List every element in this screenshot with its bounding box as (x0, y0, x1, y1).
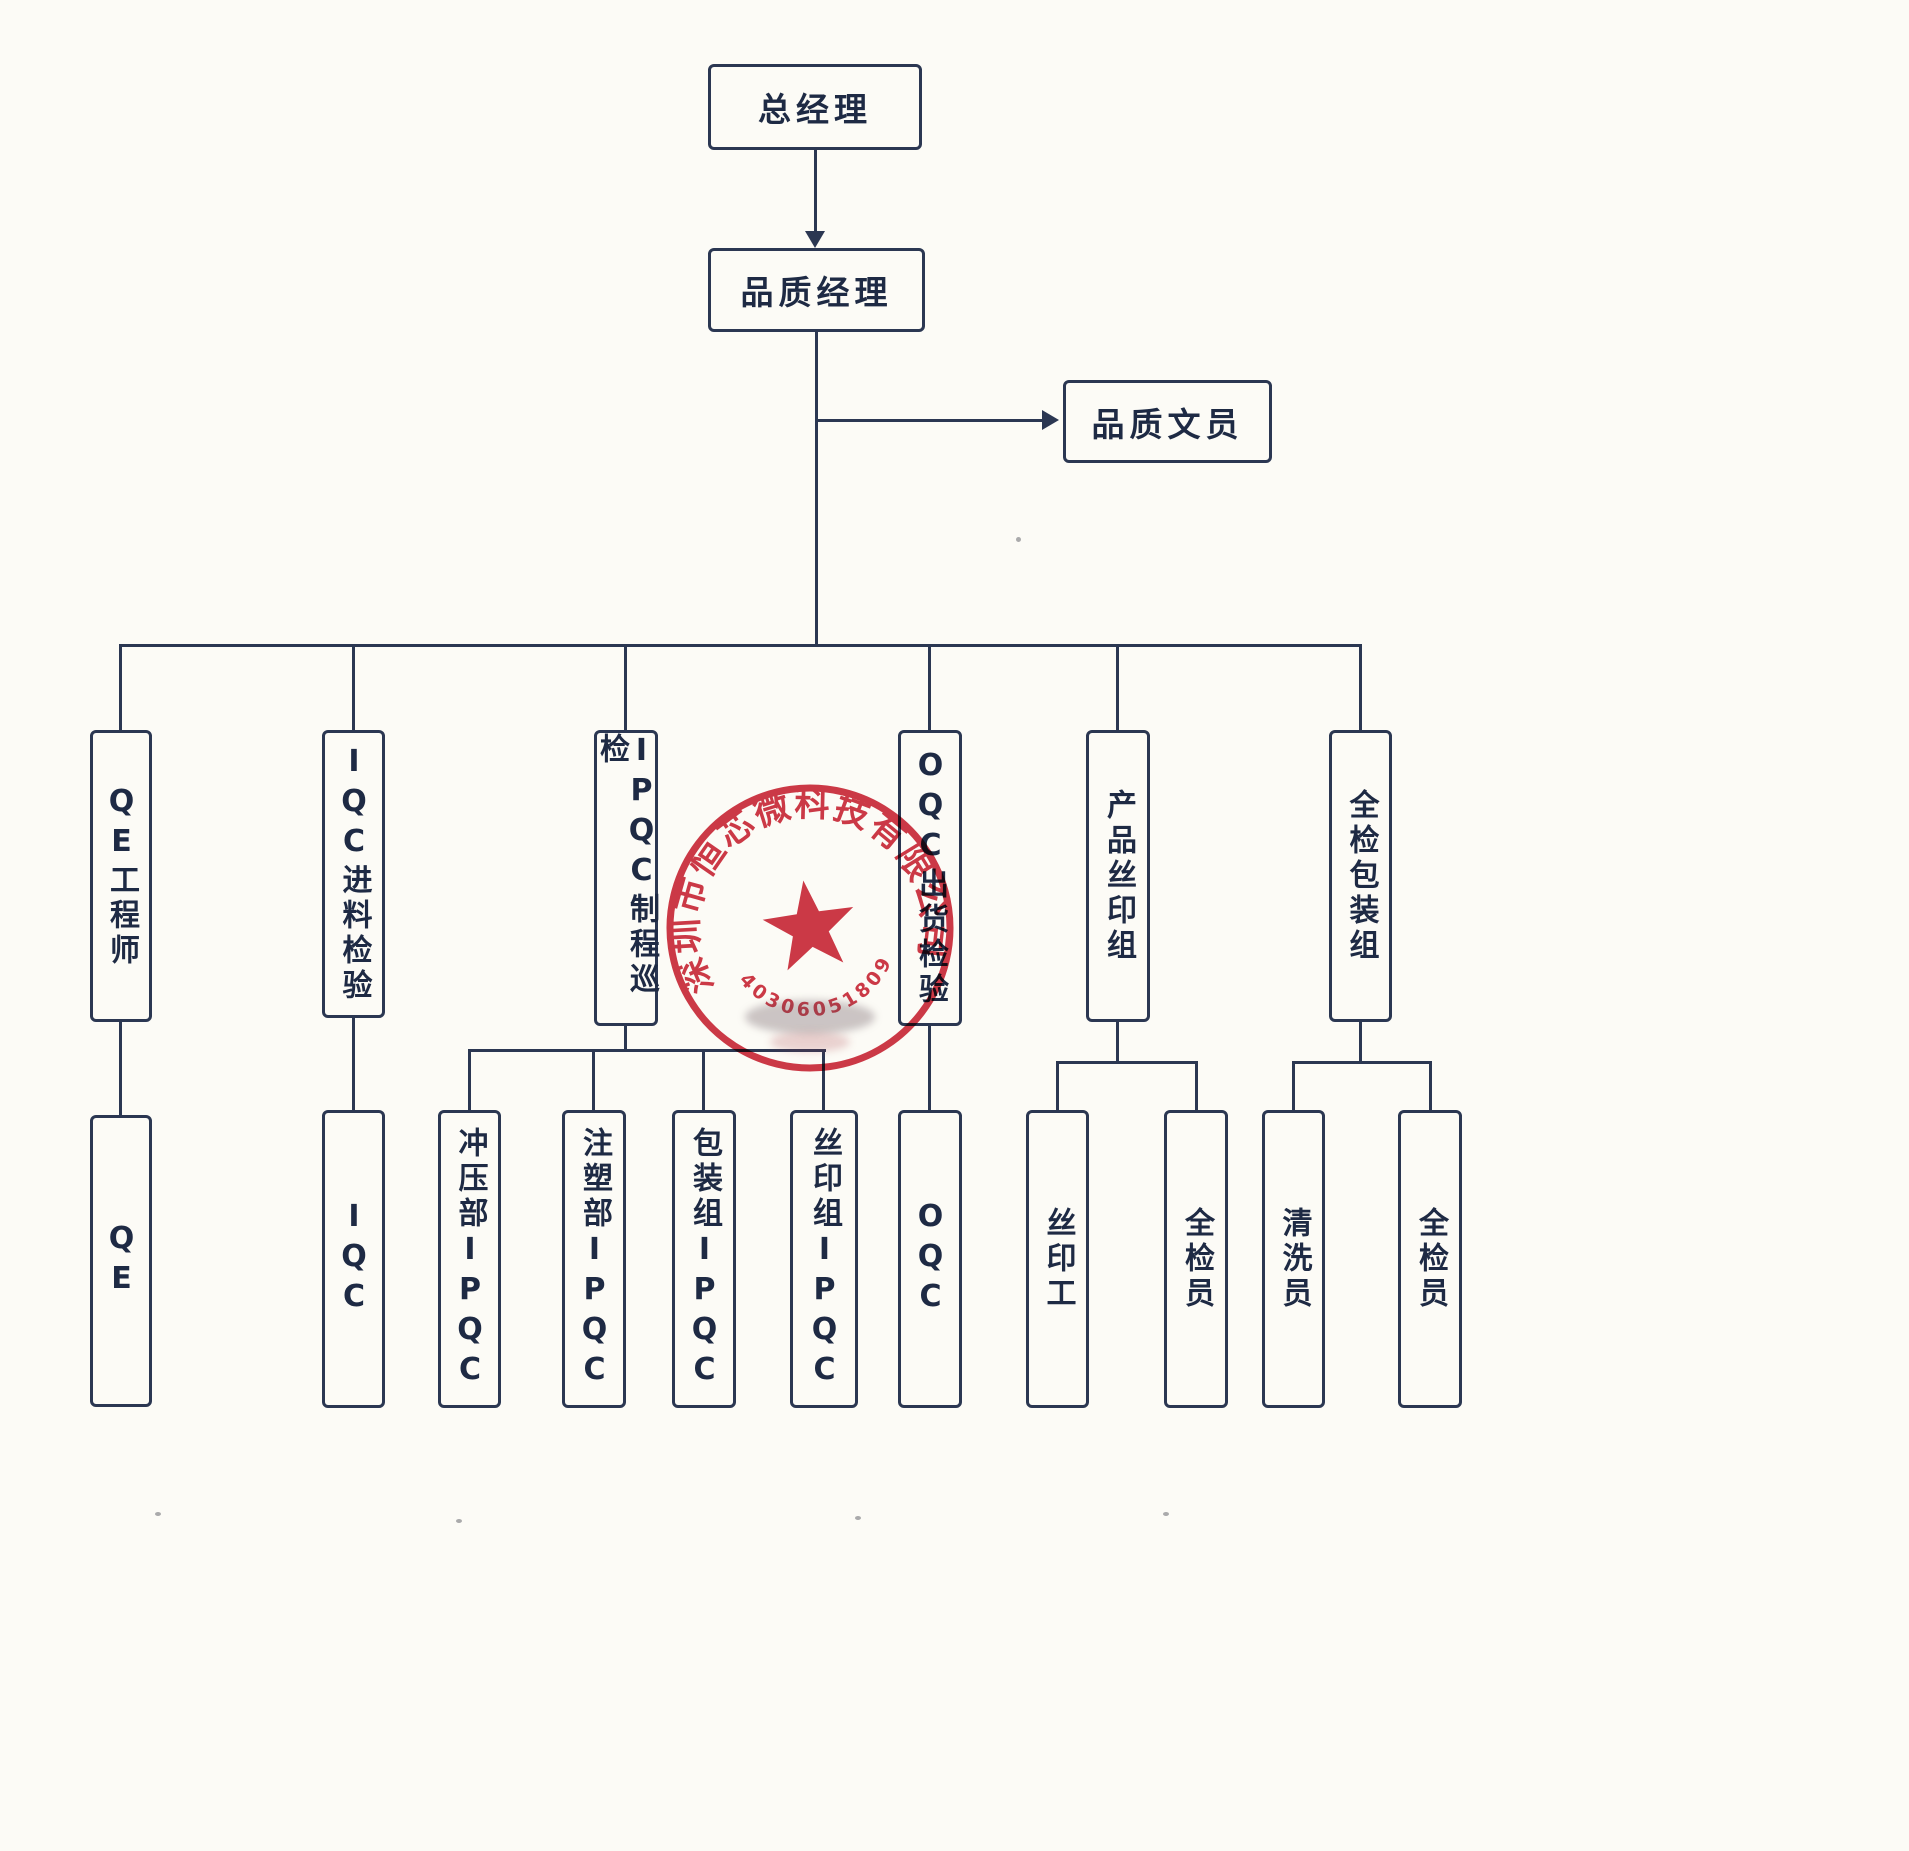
node-general-manager-label: 总经理 (758, 90, 872, 129)
connector-line (624, 1025, 627, 1052)
connector-line (468, 1049, 471, 1110)
connector-line (1116, 644, 1119, 732)
connector-line (1195, 1061, 1198, 1110)
node-full-inspector-silkscreen-label: 全检员 (1179, 1206, 1214, 1312)
node-general-manager: 总经理 (708, 64, 922, 150)
node-product-silkscreen-group: 产品丝印组 (1086, 730, 1150, 1022)
connector-line (1359, 1020, 1362, 1064)
connector-line (814, 150, 817, 234)
connector-line (119, 644, 1362, 647)
node-iqc-incoming-inspection-label: IQC进料检验 (336, 744, 372, 1004)
scan-speck (1163, 1512, 1169, 1516)
node-qe-label: QE (104, 1221, 139, 1301)
scan-speck (456, 1519, 462, 1523)
node-stamping-ipqc-label: 冲压部IPQC (452, 1126, 488, 1392)
node-iqc: IQC (322, 1110, 385, 1408)
node-oqc: OQC (898, 1110, 962, 1408)
scan-speck (855, 1516, 861, 1520)
node-cleaner: 清洗员 (1262, 1110, 1325, 1408)
node-full-inspector-packing-label: 全检员 (1413, 1206, 1448, 1312)
arrow-right-icon (1042, 410, 1059, 430)
node-quality-manager-label: 品质经理 (740, 273, 893, 312)
connector-line (352, 644, 355, 732)
connector-line (1056, 1061, 1059, 1110)
connector-line (1292, 1061, 1295, 1110)
node-silkscreen-ipqc-label: 丝印组IPQC (807, 1126, 842, 1392)
node-quality-manager: 品质经理 (708, 248, 925, 332)
node-molding-ipqc: 注塑部IPQC (562, 1110, 626, 1408)
node-cleaner-label: 清洗员 (1276, 1206, 1312, 1312)
node-ipqc-process-patrol: IPQC制程巡检 (594, 730, 659, 1026)
stamp-smudge (770, 1032, 850, 1052)
node-silkscreen-ipqc: 丝印组IPQC (790, 1110, 858, 1408)
connector-line (119, 1020, 122, 1115)
node-silkscreen-worker-label: 丝印工 (1040, 1206, 1076, 1312)
connector-line (815, 419, 1043, 422)
connector-line (592, 1049, 595, 1110)
node-qe-engineer: QE工程师 (90, 730, 152, 1022)
connector-line (702, 1049, 705, 1110)
connector-line (822, 1049, 825, 1110)
node-full-inspection-packing-group: 全检包装组 (1329, 730, 1392, 1022)
node-molding-ipqc-label: 注塑部IPQC (577, 1126, 612, 1392)
node-full-inspector-packing: 全检员 (1398, 1110, 1462, 1408)
stamp-smudge (745, 1000, 875, 1034)
connector-line (815, 332, 818, 645)
connector-line (1359, 644, 1362, 732)
node-qe: QE (90, 1115, 152, 1407)
node-packing-ipqc-label: 包装组IPQC (687, 1126, 722, 1392)
connector-line (928, 1025, 931, 1110)
node-product-silkscreen-group-label: 产品丝印组 (1101, 788, 1136, 964)
node-iqc-label: IQC (336, 1199, 372, 1319)
stamp-star-icon (762, 880, 854, 971)
node-iqc-incoming-inspection: IQC进料检验 (322, 730, 385, 1018)
scan-speck (1016, 537, 1021, 542)
node-stamping-ipqc: 冲压部IPQC (438, 1110, 501, 1408)
node-silkscreen-worker: 丝印工 (1026, 1110, 1089, 1408)
arrow-down-icon (805, 231, 825, 248)
node-oqc-label: OQC (913, 1199, 948, 1319)
node-ipqc-process-patrol-label: IPQC制程巡检 (594, 733, 659, 998)
connector-line (352, 1018, 355, 1110)
connector-line (928, 644, 931, 732)
scan-speck (155, 1512, 161, 1516)
connector-line (1292, 1061, 1432, 1064)
node-full-inspector-silkscreen: 全检员 (1164, 1110, 1228, 1408)
node-packing-ipqc: 包装组IPQC (672, 1110, 736, 1408)
connector-line (468, 1049, 826, 1052)
stamp-ring (666, 784, 954, 1072)
connector-line (624, 644, 627, 732)
node-quality-clerk: 品质文员 (1063, 380, 1272, 463)
node-quality-clerk-label: 品质文员 (1091, 404, 1244, 444)
company-stamp: 深圳市恒芯微科技有限公司 4403060518090 (641, 759, 960, 1072)
node-full-inspection-packing-group-label: 全检包装组 (1343, 788, 1379, 964)
connector-line (1116, 1020, 1119, 1064)
connector-line (1429, 1061, 1432, 1110)
connector-line (1056, 1061, 1198, 1064)
node-qe-engineer-label: QE工程师 (104, 783, 139, 969)
connector-line (119, 644, 122, 732)
